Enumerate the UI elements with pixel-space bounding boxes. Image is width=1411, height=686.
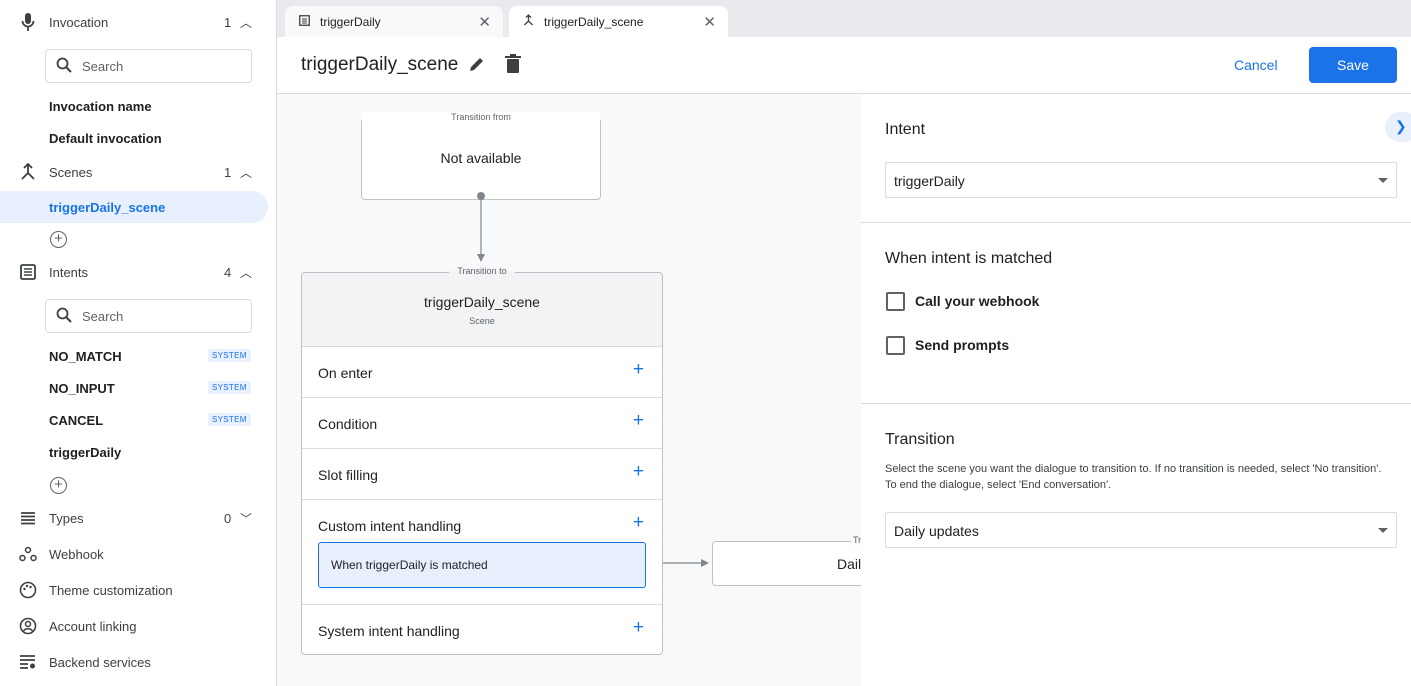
webhook-checkbox[interactable] [886, 292, 905, 311]
row-custom-intent[interactable]: Custom intent handling+ When triggerDail… [302, 499, 662, 604]
row-on-enter[interactable]: On enter+ [302, 346, 662, 397]
divider [861, 222, 1411, 223]
search-icon [56, 57, 72, 76]
chevron-up-icon[interactable]: ︿ [240, 265, 253, 280]
search-icon [56, 307, 72, 326]
system-badge: SYSTEM [208, 381, 251, 394]
palette-icon [18, 580, 38, 600]
transition-from-box: Transition from Not available [361, 112, 601, 200]
section-intents[interactable]: Intents 4 ︿ [0, 256, 276, 288]
edit-icon[interactable] [468, 55, 486, 78]
intent-item[interactable]: NO_INPUT [49, 381, 115, 396]
scene-card: Transition to triggerDaily_scene Scene O… [301, 266, 663, 655]
sidebar-item-backend-services[interactable]: Backend services [0, 646, 276, 678]
chevron-right-icon[interactable]: ❯ [1385, 112, 1411, 142]
sidebar: Invocation 1 ︿ Search Invocation name De… [0, 0, 277, 686]
intent-icon [18, 262, 38, 282]
chevron-up-icon[interactable]: ︿ [240, 15, 253, 30]
tab-bar: triggerDaily✕ triggerDaily_scene✕ [277, 0, 1411, 37]
row-slot-filling[interactable]: Slot filling+ [302, 448, 662, 499]
row-condition[interactable]: Condition+ [302, 397, 662, 448]
invocation-item[interactable]: Invocation name [49, 99, 152, 114]
divider [861, 403, 1411, 404]
add-icon[interactable]: + [632, 461, 644, 482]
cancel-button[interactable]: Cancel [1234, 57, 1278, 73]
page-header: triggerDaily_scene Cancel Save [277, 37, 1411, 94]
intent-item[interactable]: triggerDaily [49, 445, 122, 460]
add-icon[interactable]: + [632, 512, 644, 533]
intent-item[interactable]: NO_MATCH [49, 349, 122, 364]
intent-icon [299, 14, 310, 29]
sidebar-item-webhook[interactable]: Webhook [0, 538, 276, 570]
scene-icon [523, 14, 534, 29]
dropdown-arrow-icon [1378, 528, 1388, 533]
delete-icon[interactable] [505, 54, 521, 79]
scene-canvas[interactable]: Transition from Not available Transition… [277, 94, 861, 686]
settings-list-icon [18, 652, 38, 672]
add-icon[interactable]: + [632, 359, 644, 380]
scene-card-header: Transition to triggerDaily_scene Scene [302, 266, 662, 346]
prompts-checkbox[interactable] [886, 336, 905, 355]
intent-panel: ❯ Intent triggerDaily When intent is mat… [861, 94, 1411, 686]
section-invocation[interactable]: Invocation 1 ︿ [0, 6, 276, 38]
tab-triggerdaily-scene[interactable]: triggerDaily_scene✕ [509, 6, 728, 37]
section-types[interactable]: Types 0 ﹀ [0, 502, 276, 534]
intents-search-input[interactable]: Search [45, 299, 252, 333]
sidebar-item-theme[interactable]: Theme customization [0, 574, 276, 606]
webhook-icon [18, 544, 38, 564]
system-badge: SYSTEM [208, 349, 251, 362]
account-circle-icon [18, 616, 38, 636]
tab-triggerdaily[interactable]: triggerDaily✕ [285, 6, 503, 37]
chevron-up-icon[interactable]: ︿ [240, 165, 253, 180]
microphone-icon [18, 12, 38, 32]
add-icon[interactable]: + [632, 617, 644, 638]
add-scene-icon[interactable]: + [50, 231, 67, 248]
row-system-intent[interactable]: System intent handling+ [302, 604, 662, 655]
transition-target-box[interactable]: Tr Dail [712, 535, 861, 586]
add-icon[interactable]: + [632, 410, 644, 431]
page-title: triggerDaily_scene [301, 54, 459, 75]
chevron-down-icon[interactable]: ﹀ [240, 511, 253, 526]
transition-select[interactable]: Daily updates [885, 512, 1397, 548]
add-intent-icon[interactable]: + [50, 477, 67, 494]
list-icon [18, 508, 38, 528]
save-button[interactable]: Save [1309, 47, 1397, 83]
intent-handler[interactable]: When triggerDaily is matched [318, 542, 646, 588]
invocation-search-input[interactable]: Search [45, 49, 252, 83]
system-badge: SYSTEM [208, 413, 251, 426]
scene-item-active[interactable]: triggerDaily_scene [0, 191, 268, 223]
dropdown-arrow-icon [1378, 178, 1388, 183]
intent-select[interactable]: triggerDaily [885, 162, 1397, 198]
invocation-item[interactable]: Default invocation [49, 131, 162, 146]
close-icon[interactable]: ✕ [703, 13, 716, 31]
scene-icon [18, 162, 38, 182]
close-icon[interactable]: ✕ [478, 13, 491, 31]
sidebar-item-account-linking[interactable]: Account linking [0, 610, 276, 642]
section-scenes[interactable]: Scenes 1 ︿ [0, 156, 276, 188]
intent-item[interactable]: CANCEL [49, 413, 104, 428]
